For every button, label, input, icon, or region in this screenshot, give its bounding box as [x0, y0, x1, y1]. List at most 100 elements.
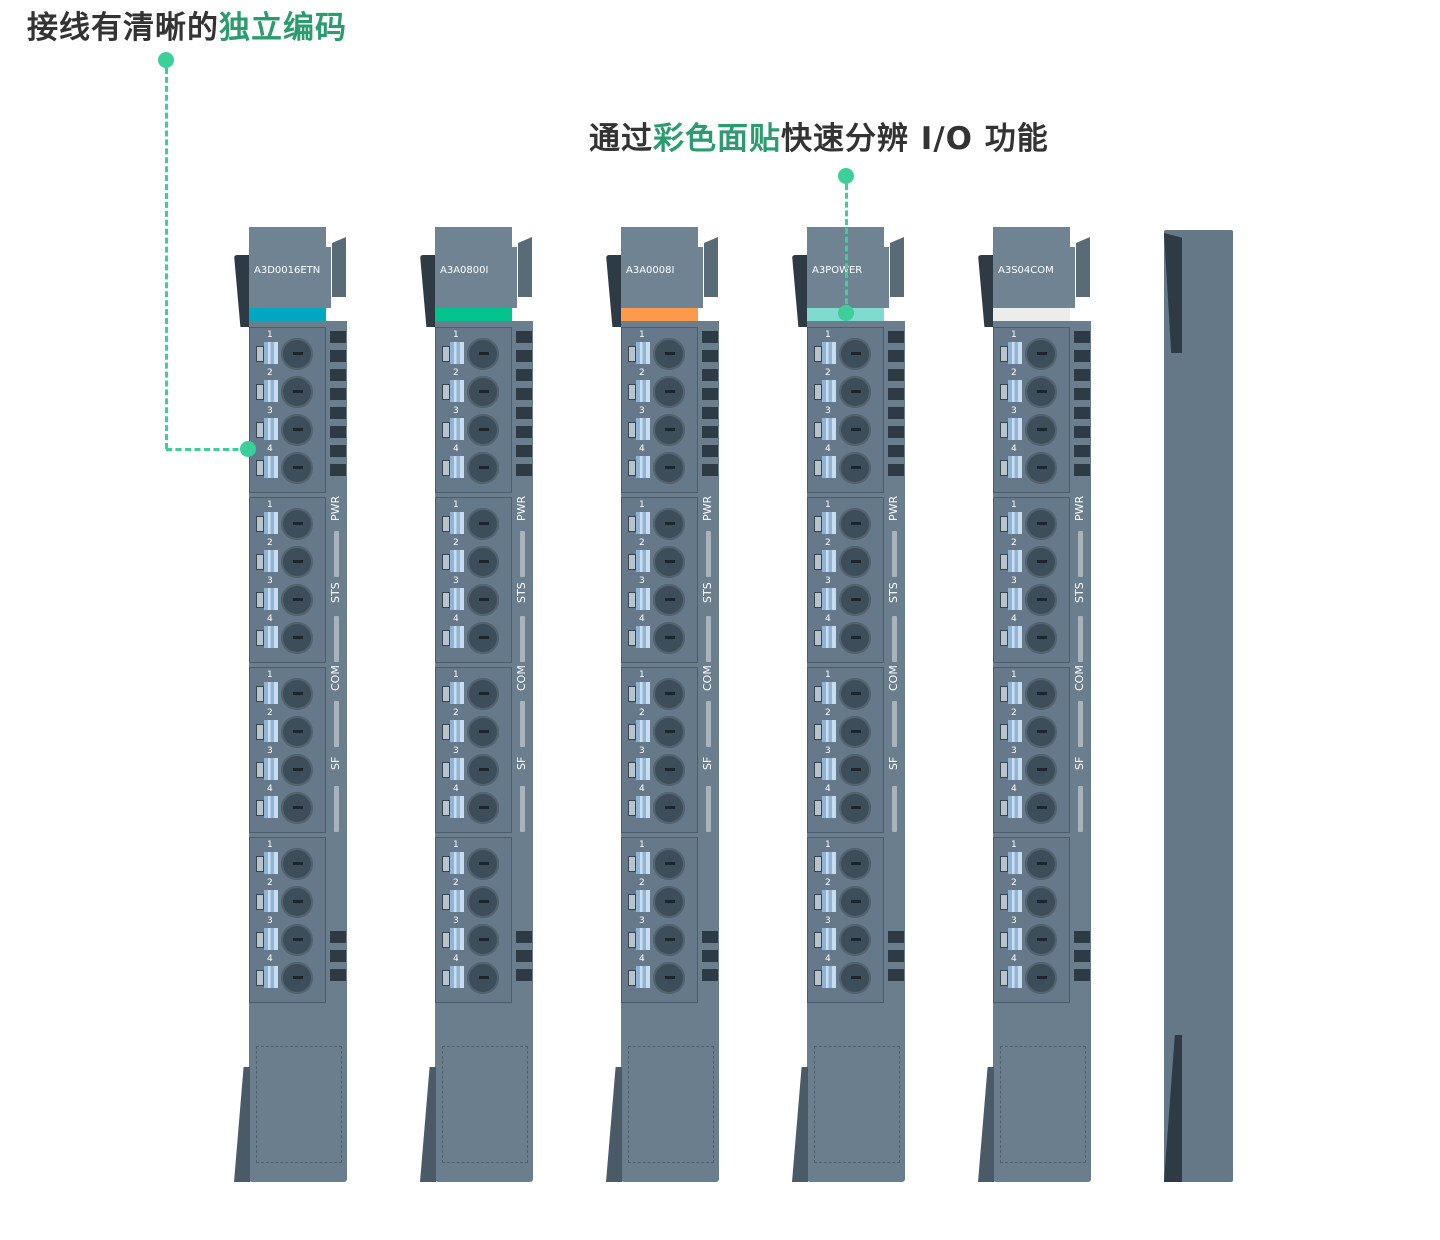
release-latch[interactable] [814, 724, 822, 740]
release-latch[interactable] [1000, 800, 1008, 816]
release-latch[interactable] [814, 762, 822, 778]
release-latch[interactable] [442, 516, 450, 532]
release-latch[interactable] [1000, 686, 1008, 702]
wire-entry-hole[interactable] [653, 546, 685, 578]
release-latch[interactable] [814, 422, 822, 438]
release-latch[interactable] [814, 800, 822, 816]
wire-entry-hole[interactable] [653, 792, 685, 824]
wire-entry-hole[interactable] [281, 924, 313, 956]
release-latch[interactable] [628, 856, 636, 872]
release-latch[interactable] [256, 460, 264, 476]
wire-entry-hole[interactable] [839, 792, 871, 824]
wire-entry-hole[interactable] [467, 962, 499, 994]
wire-entry-hole[interactable] [653, 924, 685, 956]
release-latch[interactable] [814, 630, 822, 646]
wire-entry-hole[interactable] [653, 452, 685, 484]
wire-entry-hole[interactable] [467, 678, 499, 710]
release-latch[interactable] [814, 384, 822, 400]
wire-entry-hole[interactable] [281, 792, 313, 824]
release-latch[interactable] [1000, 856, 1008, 872]
release-latch[interactable] [628, 762, 636, 778]
release-latch[interactable] [1000, 932, 1008, 948]
release-latch[interactable] [442, 422, 450, 438]
wire-entry-hole[interactable] [467, 376, 499, 408]
wire-entry-hole[interactable] [1025, 508, 1057, 540]
wire-entry-hole[interactable] [1025, 376, 1057, 408]
wire-entry-hole[interactable] [839, 716, 871, 748]
wire-entry-hole[interactable] [467, 414, 499, 446]
wire-entry-hole[interactable] [281, 452, 313, 484]
release-latch[interactable] [628, 346, 636, 362]
wire-entry-hole[interactable] [467, 792, 499, 824]
wire-entry-hole[interactable] [467, 622, 499, 654]
release-latch[interactable] [256, 422, 264, 438]
wire-entry-hole[interactable] [281, 584, 313, 616]
release-latch[interactable] [442, 856, 450, 872]
wire-entry-hole[interactable] [281, 376, 313, 408]
wire-entry-hole[interactable] [653, 584, 685, 616]
wire-entry-hole[interactable] [281, 754, 313, 786]
wire-entry-hole[interactable] [839, 678, 871, 710]
release-latch[interactable] [256, 384, 264, 400]
release-latch[interactable] [256, 762, 264, 778]
release-latch[interactable] [256, 554, 264, 570]
wire-entry-hole[interactable] [467, 886, 499, 918]
release-latch[interactable] [256, 856, 264, 872]
release-latch[interactable] [1000, 516, 1008, 532]
release-latch[interactable] [628, 686, 636, 702]
wire-entry-hole[interactable] [839, 508, 871, 540]
wire-entry-hole[interactable] [839, 848, 871, 880]
wire-entry-hole[interactable] [1025, 924, 1057, 956]
release-latch[interactable] [256, 724, 264, 740]
release-latch[interactable] [442, 460, 450, 476]
release-latch[interactable] [628, 384, 636, 400]
wire-entry-hole[interactable] [653, 716, 685, 748]
release-latch[interactable] [628, 516, 636, 532]
wire-entry-hole[interactable] [839, 962, 871, 994]
release-latch[interactable] [442, 686, 450, 702]
release-latch[interactable] [1000, 346, 1008, 362]
wire-entry-hole[interactable] [467, 716, 499, 748]
release-latch[interactable] [1000, 762, 1008, 778]
release-latch[interactable] [256, 686, 264, 702]
release-latch[interactable] [256, 346, 264, 362]
release-latch[interactable] [442, 346, 450, 362]
wire-entry-hole[interactable] [467, 508, 499, 540]
wire-entry-hole[interactable] [281, 716, 313, 748]
wire-entry-hole[interactable] [281, 678, 313, 710]
wire-entry-hole[interactable] [653, 338, 685, 370]
wire-entry-hole[interactable] [281, 622, 313, 654]
release-latch[interactable] [442, 630, 450, 646]
wire-entry-hole[interactable] [281, 848, 313, 880]
release-latch[interactable] [256, 800, 264, 816]
wire-entry-hole[interactable] [839, 338, 871, 370]
release-latch[interactable] [256, 630, 264, 646]
wire-entry-hole[interactable] [839, 924, 871, 956]
wire-entry-hole[interactable] [281, 546, 313, 578]
release-latch[interactable] [814, 970, 822, 986]
release-latch[interactable] [1000, 592, 1008, 608]
release-latch[interactable] [1000, 894, 1008, 910]
wire-entry-hole[interactable] [1025, 848, 1057, 880]
wire-entry-hole[interactable] [653, 754, 685, 786]
wire-entry-hole[interactable] [1025, 754, 1057, 786]
wire-entry-hole[interactable] [839, 584, 871, 616]
release-latch[interactable] [1000, 630, 1008, 646]
wire-entry-hole[interactable] [653, 678, 685, 710]
release-latch[interactable] [442, 970, 450, 986]
release-latch[interactable] [442, 762, 450, 778]
wire-entry-hole[interactable] [467, 924, 499, 956]
